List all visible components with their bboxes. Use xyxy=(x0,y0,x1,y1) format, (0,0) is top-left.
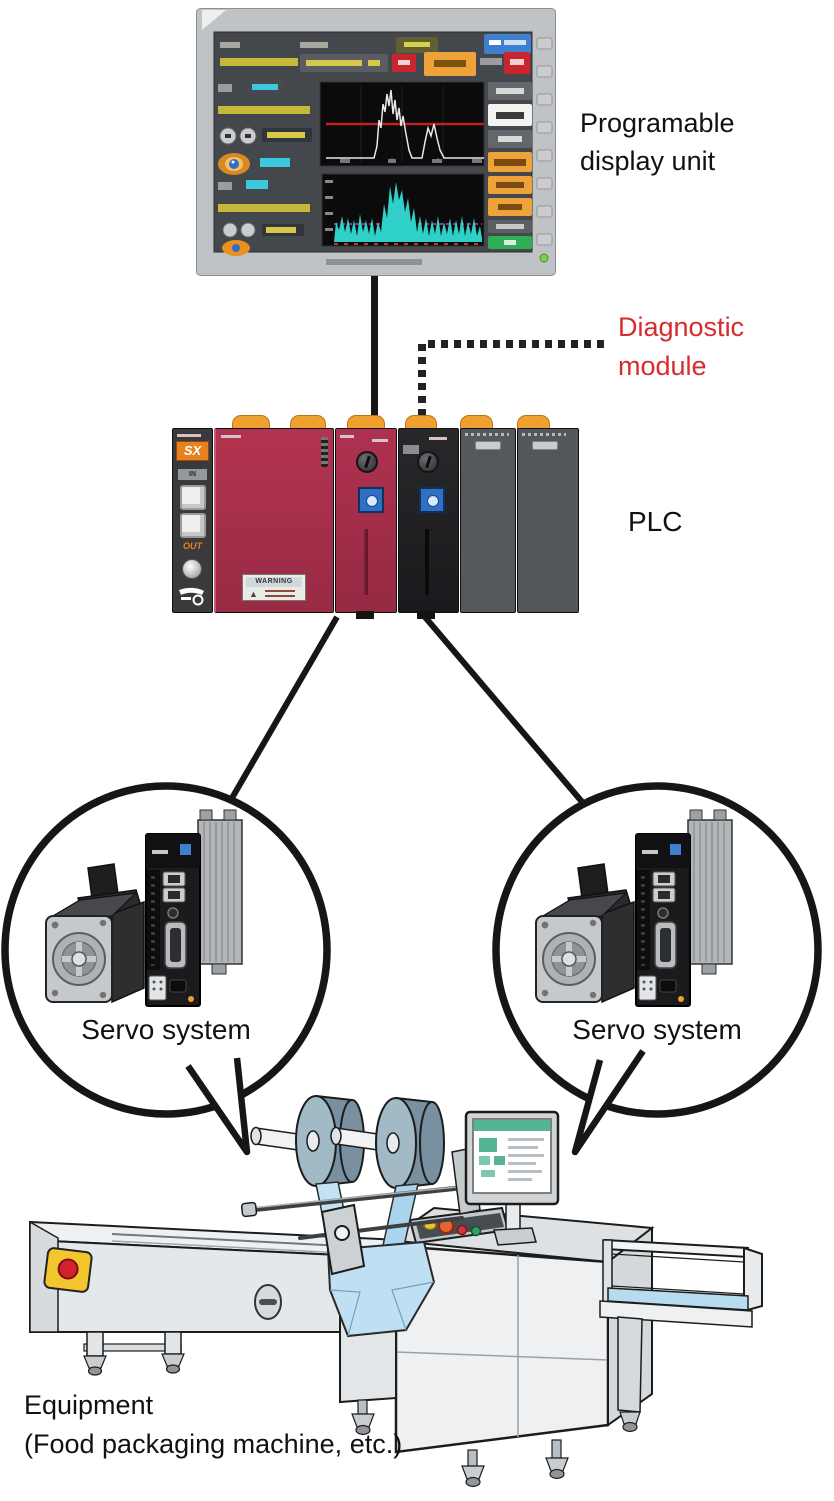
plc-blue-dial xyxy=(419,487,445,513)
servo-bubble-left-tail xyxy=(185,1057,251,1156)
hmi-side-buttons xyxy=(488,82,532,249)
plc-module-io xyxy=(517,428,579,613)
plc-module-diagnostic xyxy=(398,428,459,619)
hmi-bezel-keys xyxy=(536,37,553,246)
warning-text: WARNING xyxy=(246,577,302,587)
plc-module-io xyxy=(460,428,516,613)
label-equipment: Equipment (Food packaging machine, etc.) xyxy=(24,1390,403,1459)
label-servo-system-left: Servo system xyxy=(81,1014,251,1045)
label-programmable-display-unit: Programable display unit xyxy=(580,108,735,176)
film-roll xyxy=(330,1096,445,1190)
hmi-graphic xyxy=(196,8,556,276)
plc-warning-label: WARNING ▲ xyxy=(242,574,306,601)
machine-monitor xyxy=(464,1110,560,1206)
plc-in-connector xyxy=(180,485,206,510)
line-display-to-plc xyxy=(371,274,378,426)
plc-round-button xyxy=(182,559,202,579)
label-servo-system-right: Servo system xyxy=(572,1014,742,1045)
fuji-logo-icon xyxy=(177,587,207,607)
packaging-machine xyxy=(29,1094,763,1488)
label-plc: PLC xyxy=(628,506,683,537)
hmi-power-led xyxy=(539,253,549,263)
discharge-conveyor xyxy=(599,1238,763,1433)
hmi-chart-upper xyxy=(319,81,485,167)
label-diagnostic-module: Diagnostic module xyxy=(618,312,745,381)
conveyor-leg xyxy=(86,1331,104,1357)
plc-module-crimson xyxy=(335,428,397,619)
plc-led-strip xyxy=(321,437,328,467)
plc-rotary-switch xyxy=(417,451,439,473)
panel-button-green xyxy=(470,1225,482,1237)
plc-module-cpu: WARNING ▲ xyxy=(214,428,334,613)
plc-module-baseboard: SX IN OUT xyxy=(172,428,213,613)
panel-button-red xyxy=(456,1224,468,1236)
plc-sx-logo: SX xyxy=(176,441,209,461)
conveyor-leg xyxy=(164,1331,182,1355)
plc-blue-dial xyxy=(358,487,384,513)
line-diagnostic-dotted xyxy=(418,340,604,416)
plc-out-connector xyxy=(180,513,206,538)
servo-bubble-right-tail xyxy=(571,1049,646,1156)
line-plc-to-servo-left xyxy=(229,615,340,800)
emergency-stop-button xyxy=(43,1247,93,1293)
machine-feet xyxy=(461,1439,569,1488)
programmable-display-unit xyxy=(196,8,556,276)
plc-in-port-label: IN xyxy=(178,469,207,480)
line-plc-to-servo-right xyxy=(422,615,586,805)
warning-triangle-icon: ▲ xyxy=(249,589,258,599)
plc-out-port-label: OUT xyxy=(183,541,202,551)
plc-unit: SX IN OUT WARNING ▲ xyxy=(168,413,580,619)
hmi-chart-lower xyxy=(321,173,485,247)
plc-rotary-switch xyxy=(356,451,378,473)
